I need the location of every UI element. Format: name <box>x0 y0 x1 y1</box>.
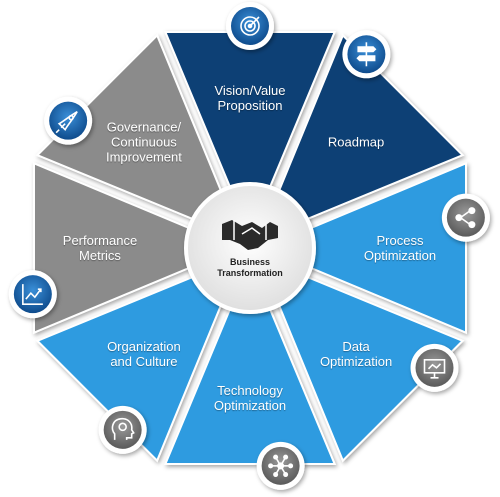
handshake-icon <box>222 220 278 250</box>
center-title-line1: Business <box>229 257 271 267</box>
presentation-board-icon <box>410 343 459 392</box>
head-gear-icon <box>98 405 147 454</box>
center-title: Business Transformation <box>200 257 300 279</box>
segment-label-5: Technology Optimization <box>213 383 287 413</box>
line-chart-icon <box>8 270 57 319</box>
segment-label-8: Governance/ Continuous Improvement <box>105 119 182 165</box>
segment-label-2: Roadmap <box>327 134 385 150</box>
segment-label-1: Vision/Value Proposition <box>214 83 286 113</box>
signpost-icon <box>342 30 391 79</box>
segment-label-7: Performance Metrics <box>62 233 138 263</box>
segment-label-4: Data Optimization <box>319 339 393 370</box>
segment-label-3: Process Optimization <box>363 233 437 263</box>
flowchart-icon <box>441 193 490 242</box>
segment-label-6: Organization and Culture <box>107 339 181 370</box>
center-title-line2: Transformation <box>217 268 283 278</box>
target-icon <box>226 2 274 50</box>
network-hub-icon <box>256 441 305 490</box>
rocket-icon <box>44 96 93 145</box>
